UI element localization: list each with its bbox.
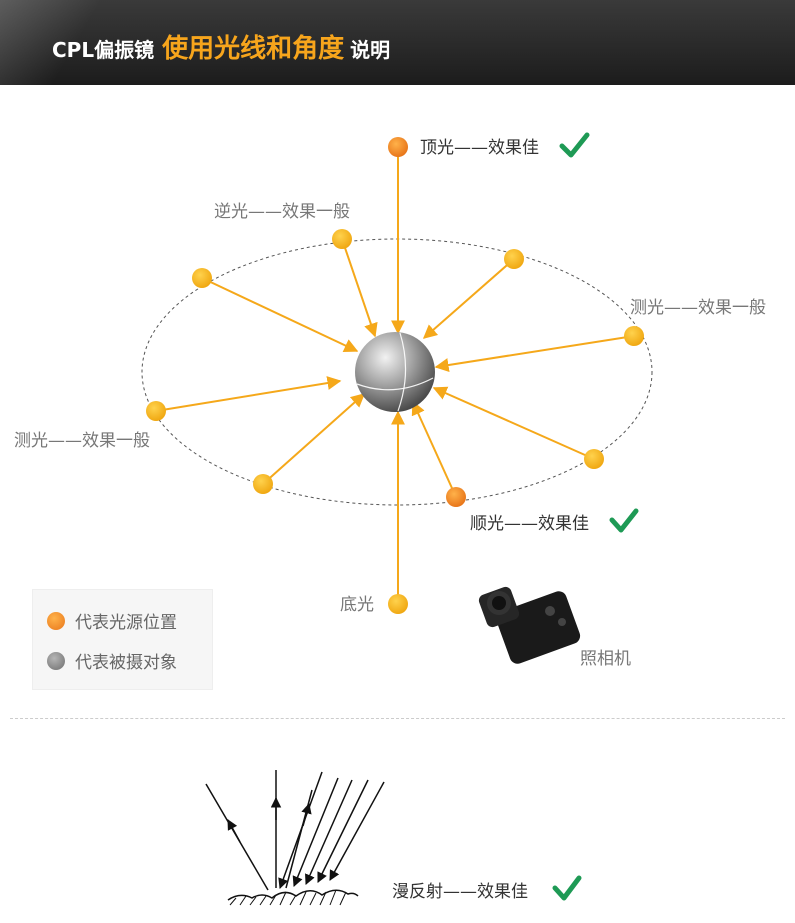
light-dot-front-left: [253, 474, 273, 494]
light-dot-front: [446, 487, 466, 507]
label-diffuse-reflection: 漫反射——效果佳: [392, 882, 528, 902]
label-front-light: 顺光——效果佳: [470, 514, 589, 534]
arrow-back-right: [422, 258, 515, 339]
arrow-front-left: [262, 393, 366, 485]
subject-sphere: [355, 332, 435, 412]
light-dot-top: [388, 137, 408, 157]
label-bottom-light: 底光: [340, 595, 374, 615]
diffuse-reflection-illustration: [205, 770, 385, 906]
legend: 代表光源位置 代表被摄对象: [32, 589, 213, 690]
arrow-side-left: [155, 376, 342, 412]
light-arrows: [155, 147, 635, 604]
legend-item-subject: 代表被摄对象: [47, 648, 177, 673]
label-camera: 照相机: [580, 649, 631, 669]
arrow-back: [341, 238, 378, 338]
check-icon: [609, 508, 639, 533]
arrow-front-right: [432, 386, 595, 460]
header-title-part3: 说明: [350, 38, 391, 62]
arrow-front: [411, 400, 457, 498]
header-title-part1: CPL偏振镜: [52, 38, 155, 62]
legend-orange-dot-icon: [47, 611, 65, 630]
arrow-side-right: [434, 335, 635, 372]
legend-light-source-label: 代表光源位置: [75, 613, 177, 633]
light-sources: [146, 137, 644, 614]
light-dot-back-right: [504, 249, 524, 269]
label-side-light-left: 测光——效果一般: [14, 431, 150, 451]
light-dot-back-left: [192, 268, 212, 288]
legend-item-light-source: 代表光源位置: [47, 608, 177, 633]
legend-subject-label: 代表被摄对象: [75, 653, 177, 673]
light-dot-front-right: [584, 449, 604, 469]
header-shine: [0, 0, 120, 85]
header-title-highlight: 使用光线和角度: [162, 34, 345, 64]
header-title: CPL偏振镜使用光线和角度说明: [52, 28, 390, 65]
page-header: CPL偏振镜使用光线和角度说明: [0, 0, 795, 85]
camera-icon: [478, 586, 581, 664]
section-divider: [10, 718, 785, 719]
legend-gray-dot-icon: [47, 651, 65, 670]
check-icon: [559, 132, 590, 158]
light-dot-bottom: [388, 594, 408, 614]
arrow-back-left: [201, 277, 359, 352]
light-dot-side-left: [146, 401, 166, 421]
label-back-light: 逆光——效果一般: [214, 202, 350, 222]
label-side-light-right: 测光——效果一般: [630, 298, 766, 318]
label-top-light: 顶光——效果佳: [420, 138, 539, 158]
check-icon: [552, 875, 582, 901]
light-dot-back: [332, 229, 352, 249]
light-dot-side-right: [624, 326, 644, 346]
